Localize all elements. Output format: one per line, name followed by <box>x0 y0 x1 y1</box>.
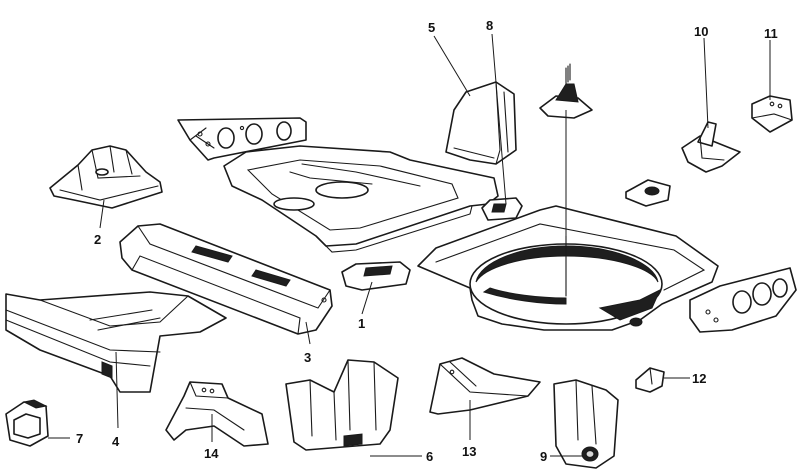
callout-14: 14 <box>204 446 219 461</box>
part-7-box[interactable] <box>5 399 49 447</box>
callout-6: 6 <box>426 449 433 464</box>
part-5-wheelhouse[interactable] <box>445 81 517 165</box>
part-9-bracket[interactable] <box>553 379 619 469</box>
callout-13: 13 <box>462 444 476 459</box>
part-4-sill[interactable] <box>5 291 227 393</box>
callout-7: 7 <box>76 431 83 446</box>
part-8-bracket[interactable] <box>481 197 523 221</box>
small-plate[interactable] <box>625 179 671 207</box>
callout-labels: 2 3 1 4 5 6 7 8 9 10 11 12 13 14 <box>76 18 778 464</box>
callout-9: 9 <box>540 449 547 464</box>
spare-wheel-well[interactable] <box>417 205 719 331</box>
part-1-bracket[interactable] <box>341 261 411 291</box>
seat-cross-panel[interactable] <box>177 117 307 161</box>
callout-11: 11 <box>764 26 778 41</box>
part-10-mount[interactable] <box>681 121 741 173</box>
part-2-bracket[interactable] <box>49 145 163 209</box>
part-13-plate[interactable] <box>429 357 541 415</box>
callout-10: 10 <box>694 24 708 39</box>
part-11-angle[interactable] <box>751 95 793 133</box>
callout-4: 4 <box>112 434 120 449</box>
part-12-angle[interactable] <box>635 367 665 393</box>
part-6-bracket[interactable] <box>285 359 399 451</box>
right-side-panel[interactable] <box>689 267 797 333</box>
part-14-bracket[interactable] <box>165 381 269 447</box>
callout-2: 2 <box>94 232 101 247</box>
callout-12: 12 <box>692 371 706 386</box>
callout-1: 1 <box>358 316 365 331</box>
callout-3: 3 <box>304 350 311 365</box>
leader-lines <box>48 33 771 457</box>
callout-5: 5 <box>428 20 435 35</box>
callout-8: 8 <box>486 18 493 33</box>
rear-floor-panel[interactable] <box>223 145 499 253</box>
jack-mount-stud[interactable] <box>539 63 593 119</box>
part-3-cross-member[interactable] <box>119 223 333 335</box>
